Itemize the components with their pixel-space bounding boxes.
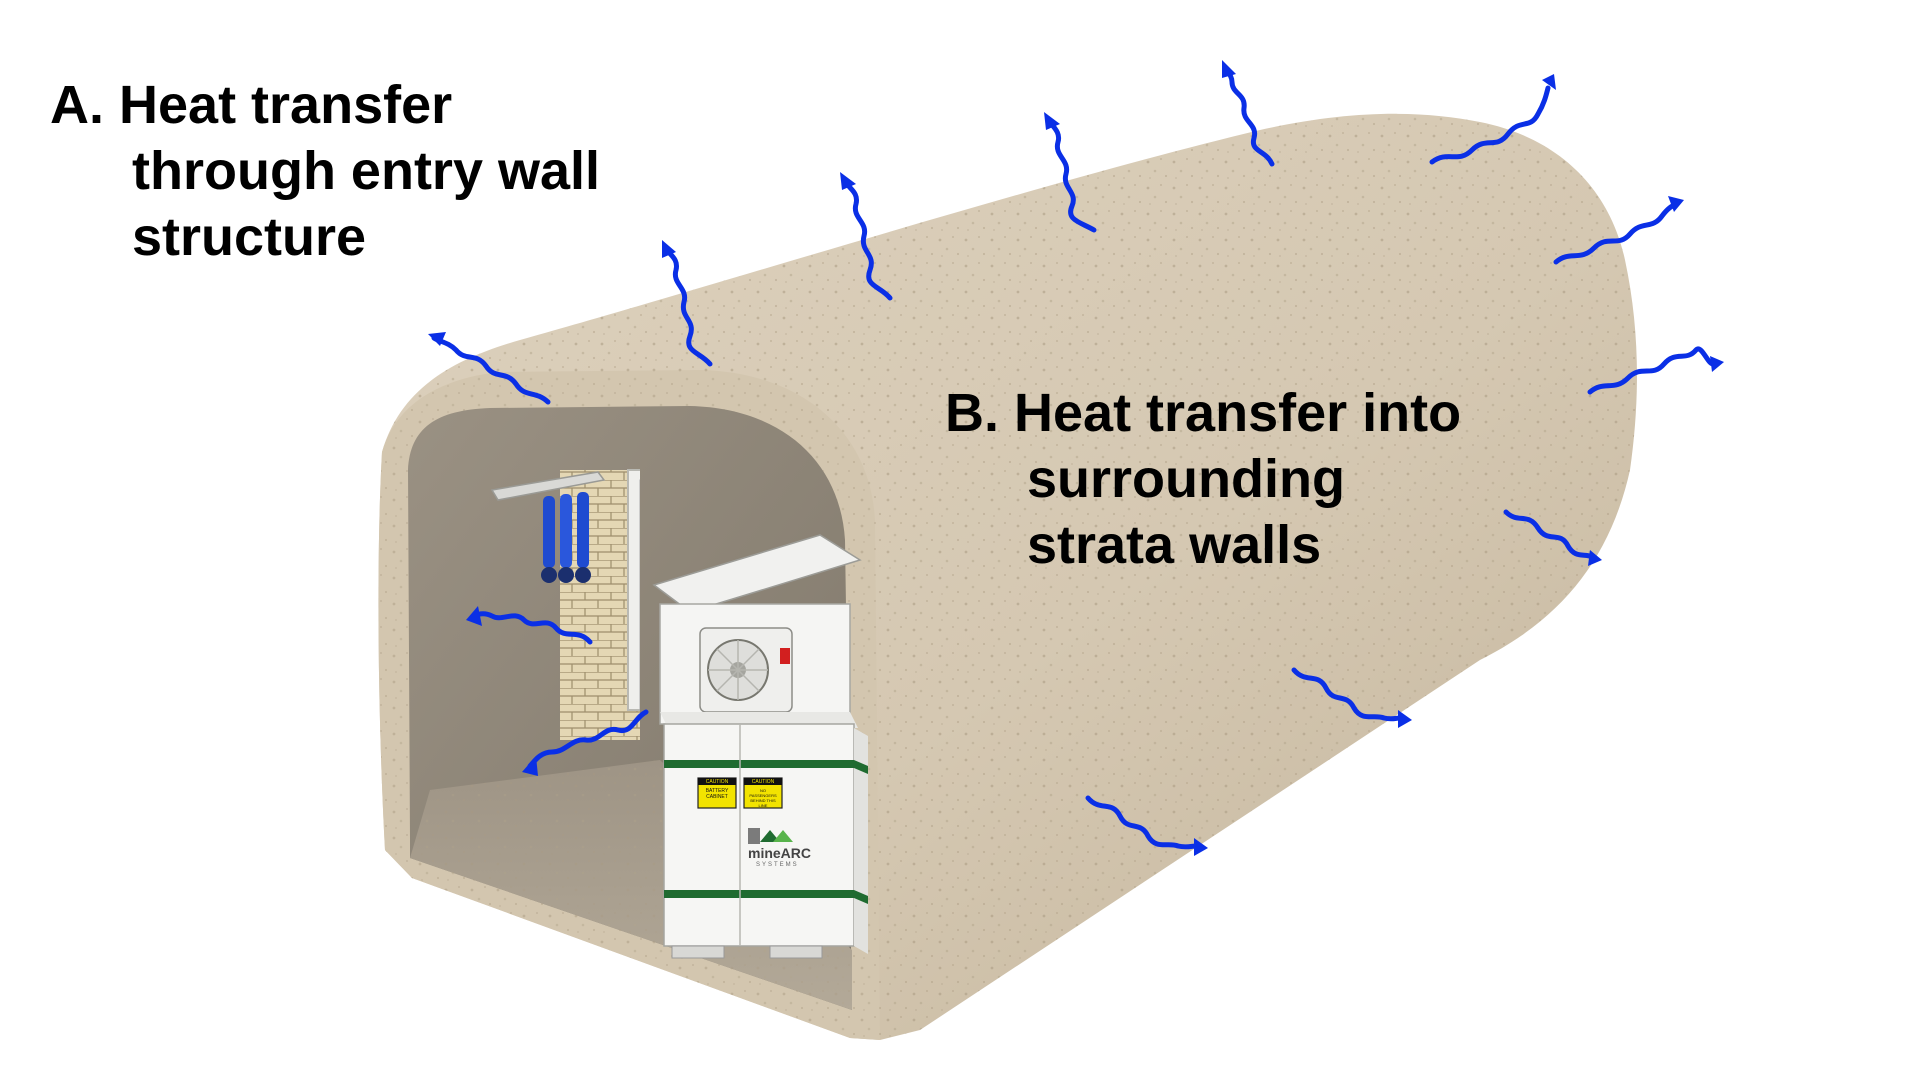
- minearc-logo-icon: [760, 830, 780, 842]
- wavy-arrow-icon: [662, 240, 713, 367]
- label-a-line3: structure: [132, 207, 367, 267]
- wavy-arrow-icon: [428, 332, 551, 405]
- label-b-line1: B. Heat transfer into: [945, 383, 1462, 443]
- wavy-arrow-icon: [522, 709, 649, 776]
- label-b-line2: surrounding: [1027, 449, 1345, 509]
- air-manifold: [490, 471, 606, 583]
- heat-arrows: [428, 60, 1724, 856]
- chamber-stripe: [664, 760, 854, 768]
- caution-right-text: NO PASSENGERS BEHIND THIS LINE: [749, 788, 777, 808]
- entry-door-frame: [627, 469, 640, 711]
- wavy-arrow-icon: [466, 606, 593, 645]
- label-a-line1: A. Heat transfer: [50, 75, 453, 135]
- caution-left-text: BATTERY CABINET: [705, 788, 729, 800]
- wavy-arrow-icon: [1291, 667, 1412, 728]
- wavy-arrow-icon: [1044, 112, 1097, 233]
- wavy-arrow-icon: [840, 172, 893, 301]
- refuge-chamber: [652, 534, 868, 959]
- caution-left-title: CAUTION: [705, 779, 729, 785]
- wavy-arrow-icon: [1553, 196, 1684, 265]
- label-b-line3: strata walls: [1027, 515, 1322, 575]
- wavy-arrow-icon: [1587, 346, 1724, 395]
- brand-name: mineARC: [748, 845, 812, 861]
- brick-wall: [560, 470, 640, 740]
- wavy-arrow-icon: [1222, 60, 1275, 167]
- wavy-arrow-icon: [1503, 509, 1602, 566]
- label-a-entry-wall: A. Heat transfer through entry wall stru…: [50, 72, 600, 270]
- label-b-strata-walls: B. Heat transfer into surrounding strata…: [945, 380, 1461, 578]
- caution-right-title: CAUTION: [751, 779, 775, 785]
- wavy-arrow-icon: [1429, 74, 1556, 165]
- brand-wordmark: mineARC: [748, 846, 811, 860]
- wavy-arrow-icon: [1085, 795, 1208, 856]
- label-a-line2: through entry wall: [132, 141, 601, 201]
- entry-wall: [560, 469, 640, 740]
- brand-sub: SYSTEMS: [756, 862, 799, 868]
